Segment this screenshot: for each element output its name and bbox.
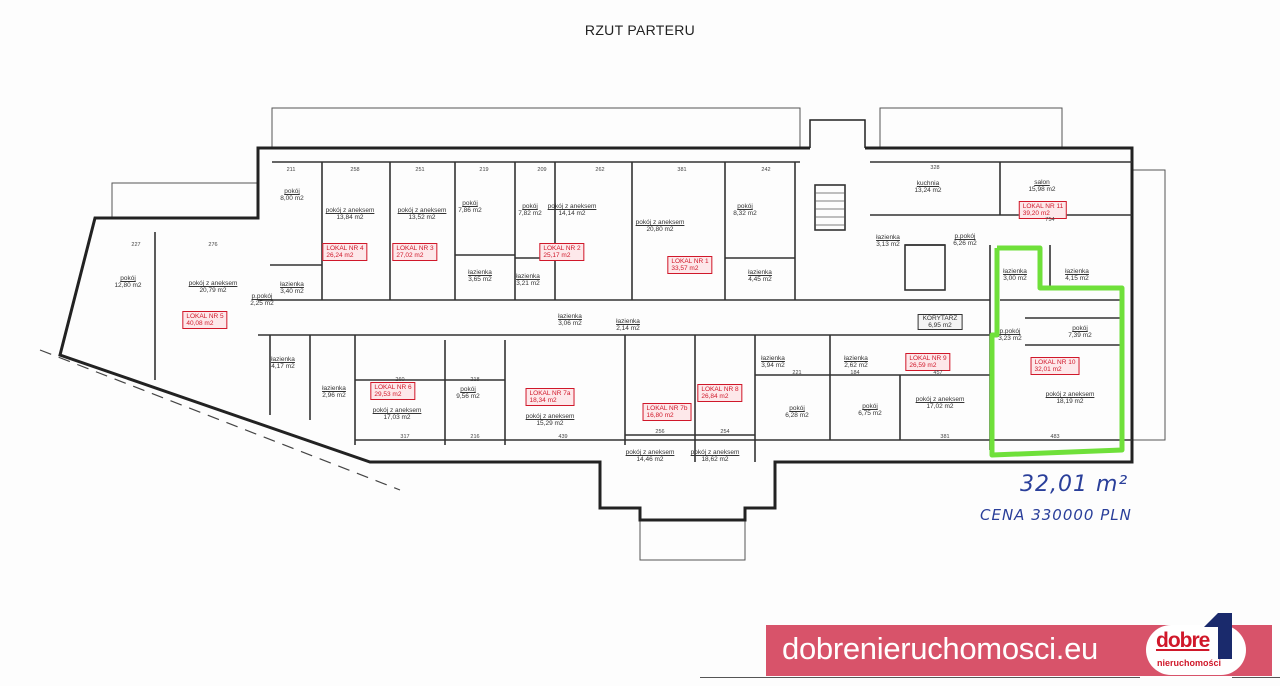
dimension-label: 483 — [1050, 434, 1060, 440]
dimension-label: 209 — [537, 167, 547, 173]
dimension-label: 258 — [350, 167, 360, 173]
dimension-label: 242 — [761, 167, 771, 173]
dimension-label: 317 — [400, 434, 410, 440]
agency-banner: dobrenieruchomosci.eu dobre nieruchomośc… — [766, 613, 1272, 676]
dimension-label: 276 — [208, 242, 218, 248]
dimension-label: 262 — [595, 167, 605, 173]
dimension-label: 216 — [470, 434, 480, 440]
dimension-label: 218 — [470, 377, 480, 383]
dimension-label: 439 — [558, 434, 568, 440]
dimension-label: 184 — [850, 370, 860, 376]
dimension-label: 381 — [677, 167, 687, 173]
logo-number-one-icon — [1204, 613, 1232, 659]
divider — [700, 677, 1140, 678]
outer-walls — [58, 119, 1134, 522]
divider — [1232, 677, 1280, 678]
dimension-label: 254 — [720, 429, 730, 435]
dimension-label: 256 — [655, 429, 665, 435]
property-line — [39, 349, 401, 491]
logo-text-bottom: nieruchomości — [1157, 658, 1222, 668]
dimension-label: 227 — [131, 242, 141, 248]
dimension-label: 219 — [479, 167, 489, 173]
dimension-label: 381 — [940, 434, 950, 440]
dimension-label: 260 — [395, 377, 405, 383]
agency-logo: dobre nieruchomości — [1146, 613, 1246, 675]
handwritten-area: 32,01 m² — [1020, 472, 1129, 497]
dimension-label: 328 — [930, 165, 940, 171]
dimension-label: 754 — [1045, 217, 1055, 223]
plan-title: RZUT PARTERU — [584, 22, 696, 38]
interior-walls — [154, 161, 1132, 462]
highlighted-unit-outline — [989, 245, 1125, 458]
dimension-label: 457 — [933, 370, 943, 376]
dimension-label: 211 — [286, 167, 296, 173]
staircase — [815, 192, 845, 226]
agency-url[interactable]: dobrenieruchomosci.eu — [782, 631, 1098, 666]
dimension-label: 221 — [792, 370, 802, 376]
dimension-label: 251 — [415, 167, 425, 173]
handwritten-price: CENA 330000 PLN — [980, 506, 1132, 524]
logo-text-top: dobre — [1156, 629, 1210, 652]
